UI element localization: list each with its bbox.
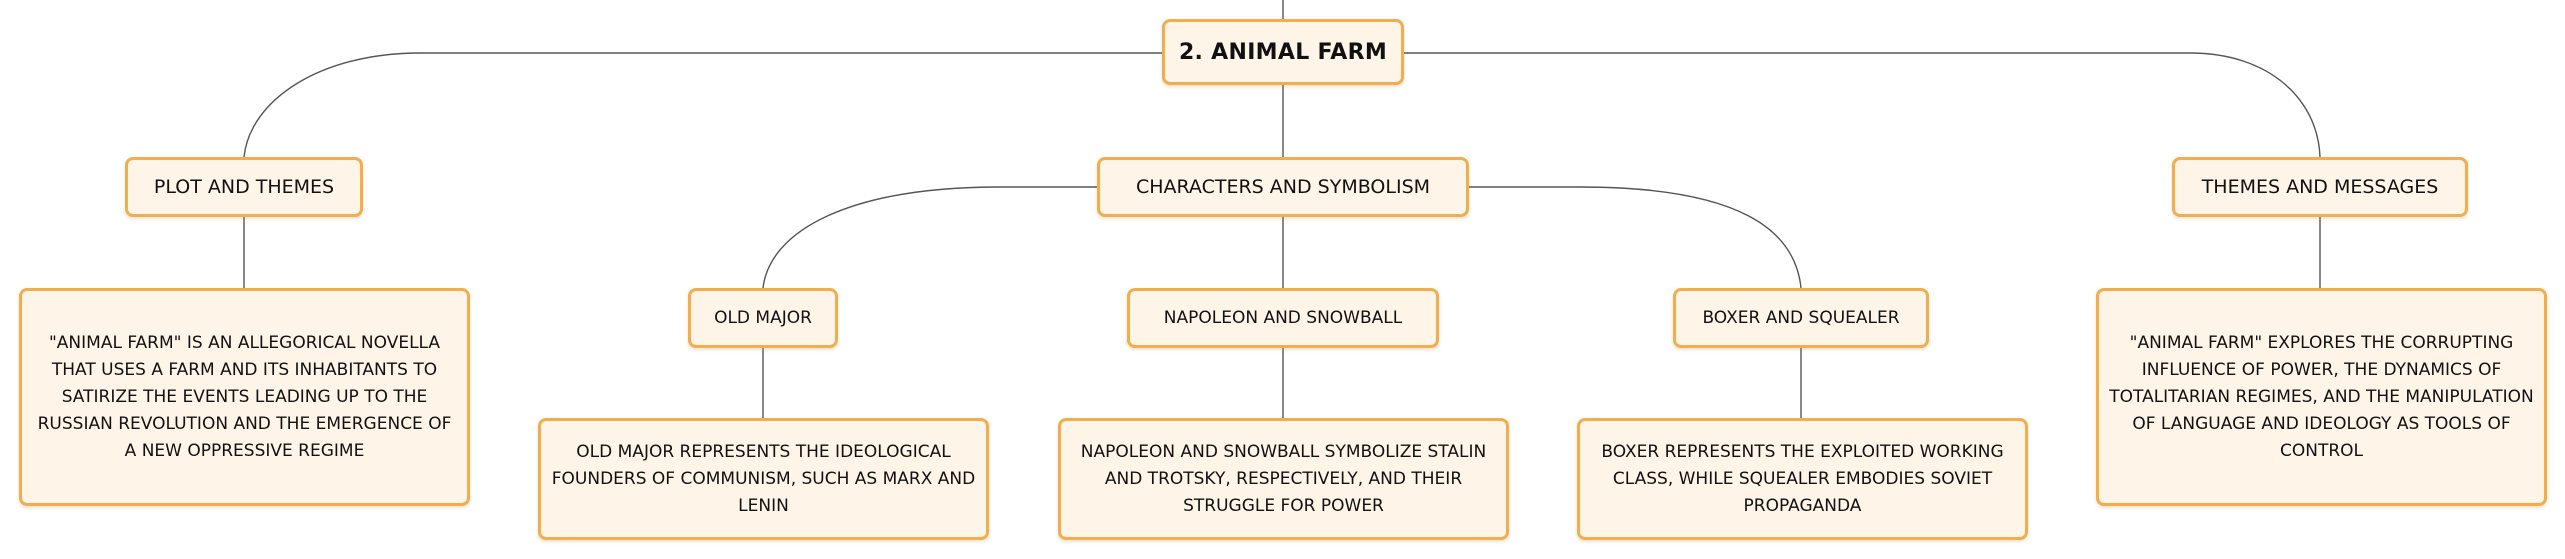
node-characters-and-symbolism[interactable]: CHARACTERS AND SYMBOLISM bbox=[1097, 157, 1469, 217]
leaf-old-major-detail[interactable]: OLD MAJOR REPRESENTS THE IDEOLOGICAL FOU… bbox=[538, 418, 989, 540]
connector-characters-oldmajor bbox=[762, 186, 1097, 289]
node-napoleon-and-snowball[interactable]: NAPOLEON AND SNOWBALL bbox=[1127, 288, 1439, 348]
connector-characters-boxsq bbox=[1469, 186, 1802, 289]
leaf-plot-summary[interactable]: "ANIMAL FARM" IS AN ALLEGORICAL NOVELLA … bbox=[19, 288, 470, 506]
leaf-themes-messages-detail[interactable]: "ANIMAL FARM" EXPLORES THE CORRUPTING IN… bbox=[2096, 288, 2547, 506]
node-themes-and-messages[interactable]: THEMES AND MESSAGES bbox=[2172, 157, 2468, 217]
root-node-animal-farm[interactable]: 2. ANIMAL FARM bbox=[1162, 19, 1404, 85]
connector-root-messages bbox=[1404, 52, 2321, 158]
leaf-napoleon-snowball-detail[interactable]: NAPOLEON AND SNOWBALL SYMBOLIZE STALIN A… bbox=[1058, 418, 1509, 540]
node-old-major[interactable]: OLD MAJOR bbox=[688, 288, 838, 348]
node-plot-and-themes[interactable]: PLOT AND THEMES bbox=[125, 157, 363, 217]
connector-root-plot bbox=[243, 52, 1162, 158]
leaf-boxer-squealer-detail[interactable]: BOXER REPRESENTS THE EXPLOITED WORKING C… bbox=[1577, 418, 2028, 540]
node-boxer-and-squealer[interactable]: BOXER AND SQUEALER bbox=[1673, 288, 1929, 348]
